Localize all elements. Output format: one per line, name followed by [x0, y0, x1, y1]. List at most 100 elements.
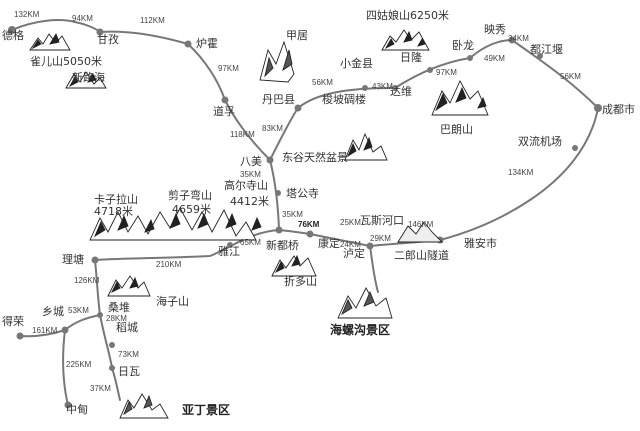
distance-chengdu-yaan: 134KM [508, 168, 534, 177]
label-siguniang: 四姑娘山6250米 [366, 9, 449, 22]
label-bamei: 八美 [240, 155, 262, 168]
label-dawei: 达维 [390, 85, 412, 98]
label-zhongdian: 中甸 [66, 403, 88, 416]
label-kangding: 康定 [318, 237, 340, 250]
distance-rilong-wolong: 97KM [436, 68, 457, 77]
node-ganzi [96, 28, 104, 36]
road-chengdu-yaan [439, 107, 599, 241]
node-riwa [109, 365, 115, 371]
label-kazila-height: 4718米 [94, 205, 133, 218]
label-riwa: 日瓦 [118, 365, 140, 378]
label-luding: 泸定 [343, 247, 365, 260]
road-yingxiu-chengdu [511, 39, 599, 109]
node-rilong [427, 67, 433, 73]
label-ganzi: 甘孜 [97, 33, 119, 46]
road-xiangcheng-derong [19, 329, 66, 338]
label-balang: 巴朗山 [440, 123, 473, 136]
road-litang-sangdui [94, 259, 101, 316]
label-gaoersi-height: 4412米 [230, 195, 269, 208]
label-daofu: 道孚 [213, 105, 235, 118]
label-rilong: 日隆 [400, 51, 422, 64]
distance-riwa-yading: 37KM [90, 384, 111, 393]
node-xiaojin [362, 85, 368, 91]
distance-sangdui-daocheng: 28KM [106, 314, 127, 323]
node-dawei [392, 85, 398, 91]
label-xiangcheng: 乡城 [42, 305, 64, 318]
road-luding-hailuogou [369, 245, 379, 293]
node-zhongdian [64, 401, 72, 409]
distance-xinduqiao-yajiang: 65KM [240, 238, 261, 247]
label-hailuogou: 海螺沟景区 [330, 323, 391, 337]
node-shuangliu [572, 145, 578, 151]
label-yading: 亚丁景区 [182, 403, 231, 417]
label-danba: 丹巴县 [262, 93, 295, 106]
mountain-illustrations [29, 29, 489, 419]
road-daocheng-yading [111, 367, 121, 401]
distance-bamei-xinduqiao-2: 35KM [282, 210, 303, 219]
label-daocheng: 稻城 [116, 321, 138, 334]
distance-wolong-yingxiu: 49KM [484, 54, 505, 63]
node-wolong [467, 55, 473, 61]
label-wolong: 卧龙 [452, 39, 474, 52]
label-litang: 理塘 [62, 253, 84, 266]
label-erlangshan: 二郎山隧道 [394, 249, 449, 262]
node-sangdui [97, 312, 103, 318]
node-luhuo [184, 40, 192, 48]
distance-wasikou: 25KM [340, 218, 361, 227]
label-gaoersi: 高尔寺山 [224, 179, 268, 192]
node-litang [91, 256, 99, 264]
label-luhuo: 炉霍 [196, 37, 218, 50]
road-sangdui-daocheng [99, 314, 113, 369]
distance-luding-erlang: 29KM [370, 234, 391, 243]
label-yingxiu: 映秀 [484, 23, 506, 36]
road-xiangcheng-zhongdian [62, 329, 69, 406]
label-sangdui: 桑堆 [108, 301, 130, 314]
label-dongu: 东谷天然盆景 [282, 151, 348, 164]
node-kangding [306, 230, 314, 238]
label-yajiang: 雅江 [218, 245, 240, 258]
label-tagong: 塔公寺 [286, 187, 319, 200]
label-shuangliu: 双流机场 [518, 135, 562, 148]
label-kazila: 卡子拉山 [94, 193, 138, 206]
node-dege [8, 26, 16, 34]
node-bamei [266, 156, 274, 164]
node-danba [294, 104, 302, 112]
node-tagong [275, 190, 281, 196]
node-luding [366, 242, 374, 250]
distance-xiaojin-dawei: 43KM [372, 82, 393, 91]
node-derong [16, 332, 24, 340]
node-xiangcheng [61, 326, 69, 334]
distance-xinduqiao-kangding: 76KM [298, 220, 320, 229]
label-xinluhai: 新路海 [72, 71, 105, 84]
distance-xiangcheng-zhongdian: 225KM [66, 360, 92, 369]
label-haizi: 海子山 [156, 295, 189, 308]
distance-dujiangyan-chengdu: 56KM [560, 72, 581, 81]
distance-dege-west: 132KM [14, 10, 40, 19]
node-yingxiu [508, 36, 516, 44]
label-jiaju: 甲居 [286, 29, 308, 42]
road-luhuo-bamei [187, 43, 271, 161]
distance-bamei-xinduqiao: 35KM [240, 170, 261, 179]
distance-yajiang-litang: 210KM [156, 260, 182, 269]
road-luding-kangding [309, 233, 371, 247]
label-xinduqiao: 新都桥 [266, 239, 299, 252]
node-daocheng [109, 342, 115, 348]
node-daofu [221, 96, 229, 104]
node-chengdu [594, 104, 602, 112]
node-dujiangyan [537, 53, 543, 59]
road-dege-ganzi [11, 19, 101, 33]
distance-danba-xiaojin: 56KM [312, 78, 333, 87]
label-jianziwan: 剪子弯山 [168, 189, 212, 202]
label-dujiangyan: 都江堰 [530, 43, 563, 56]
distance-dege-ganzi: 94KM [72, 14, 93, 23]
label-dege: 德格 [2, 29, 24, 42]
label-xiaojin: 小金县 [340, 57, 373, 70]
distance-erlang-yaan: 146KM [408, 220, 434, 229]
node-yajiang [227, 242, 233, 248]
road-sangdui-xiangcheng [64, 314, 101, 331]
label-chengdu: 成都市 [602, 103, 635, 116]
label-derong: 得荣 [2, 315, 24, 328]
distance-kangding-luding: 24KM [340, 240, 361, 249]
